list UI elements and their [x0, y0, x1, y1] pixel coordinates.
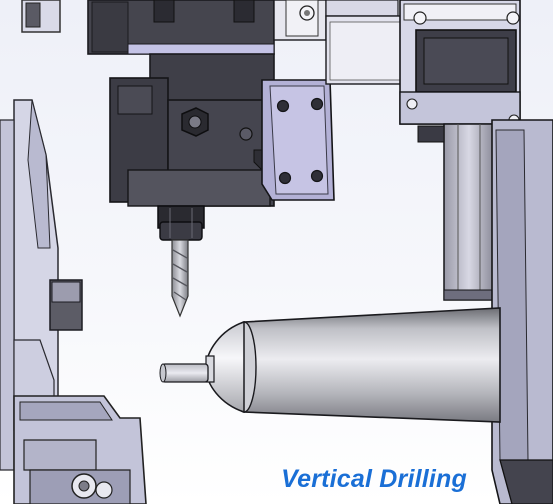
collet-icon — [157, 205, 205, 241]
bolt-icon — [406, 98, 418, 110]
bolt-icon — [181, 107, 209, 137]
bolt-icon — [239, 127, 253, 141]
bottom-left-clamp — [13, 395, 147, 504]
bolt-icon — [506, 11, 520, 25]
right-column — [491, 119, 553, 504]
bolt-icon — [276, 99, 290, 113]
bolt-icon — [413, 11, 427, 25]
workpiece-cylinder — [159, 307, 501, 423]
drill-head-assembly — [87, 0, 411, 207]
caption-label: Vertical Drilling — [281, 465, 467, 493]
bolt-icon — [278, 171, 292, 185]
bolt-icon — [310, 97, 324, 111]
bolt-icon — [310, 169, 324, 183]
drill-bit-icon — [171, 239, 189, 318]
frame-fragment-top-left — [21, 0, 61, 33]
right-linear-carriage — [399, 0, 521, 301]
bolt-icon — [95, 481, 113, 499]
